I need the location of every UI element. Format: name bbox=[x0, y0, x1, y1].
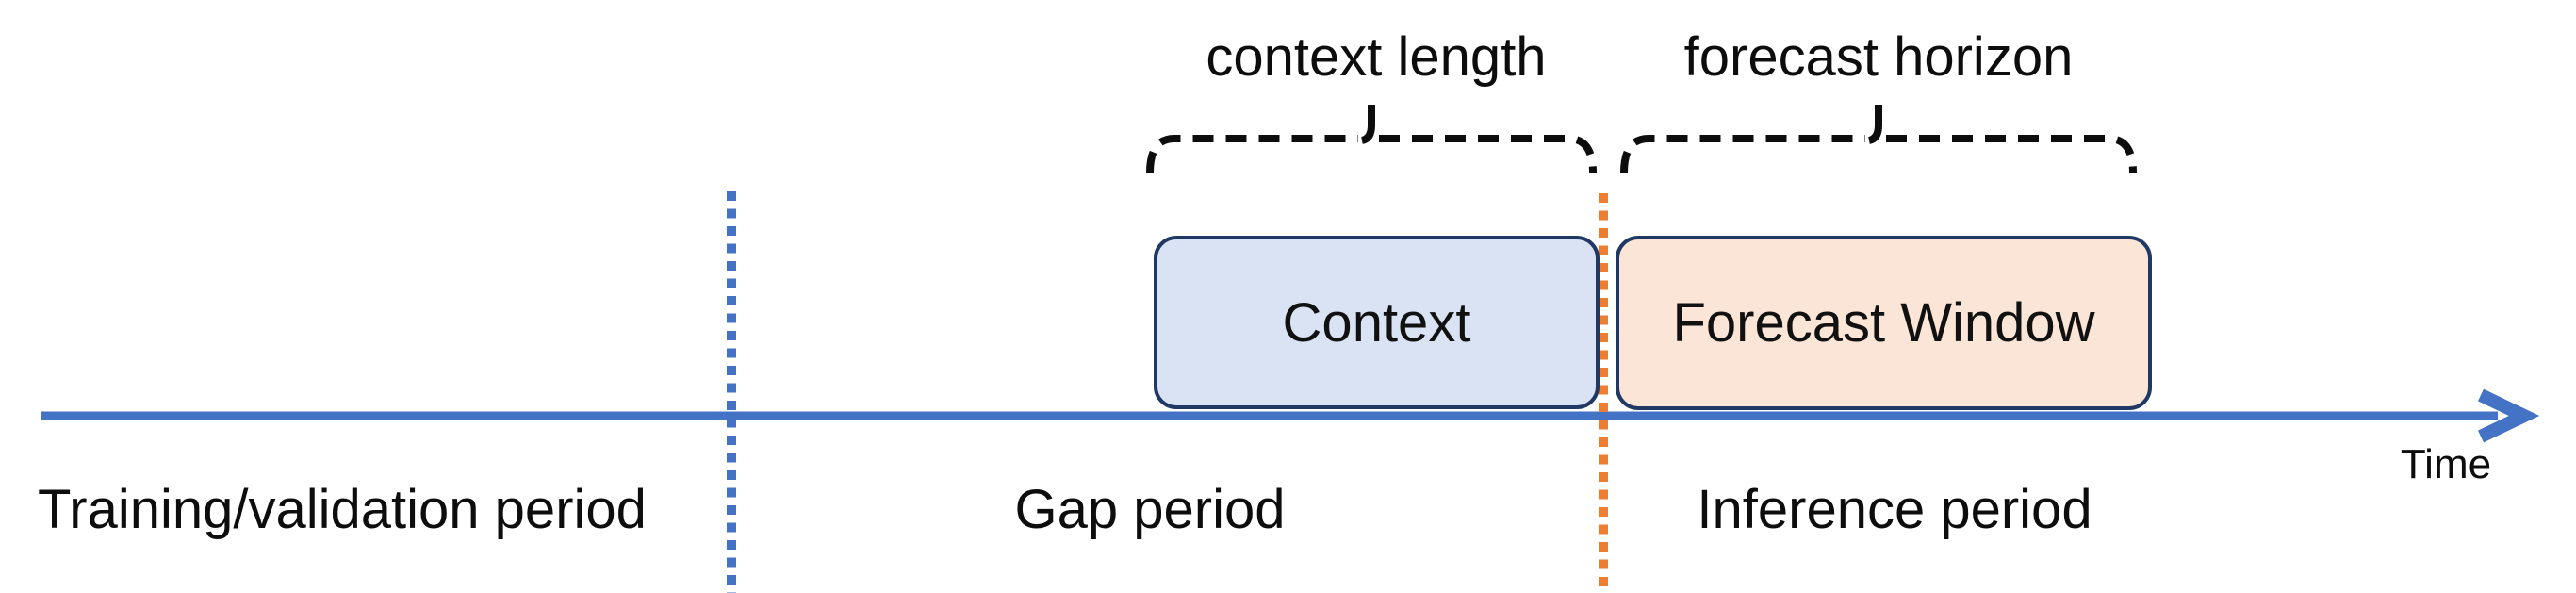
gap-period-label: Gap period bbox=[1014, 479, 1286, 540]
forecast-brace-dashed-line bbox=[1620, 135, 2137, 173]
context-length-label: context length bbox=[1206, 26, 1547, 88]
forecast-window-box-label: Forecast Window bbox=[1672, 292, 2095, 354]
context-brace-center-tick bbox=[1360, 105, 1375, 144]
forecast-brace-center-tick bbox=[1867, 105, 1882, 144]
forecast-horizon-label: forecast horizon bbox=[1683, 26, 2074, 88]
time-axis-label: Time bbox=[2400, 441, 2492, 487]
forecast-horizon-brace bbox=[1620, 105, 2137, 173]
context-length-brace bbox=[1146, 105, 1597, 173]
context-brace-dashed-line bbox=[1146, 135, 1597, 173]
time-axis-arrowhead-icon bbox=[2477, 388, 2540, 443]
inference-period-label: Inference period bbox=[1697, 479, 2092, 540]
context-box: Context bbox=[1154, 236, 1600, 409]
forecast-window-box: Forecast Window bbox=[1616, 236, 2152, 410]
training-validation-period-label: Training/validation period bbox=[38, 479, 647, 540]
context-box-label: Context bbox=[1282, 291, 1471, 354]
